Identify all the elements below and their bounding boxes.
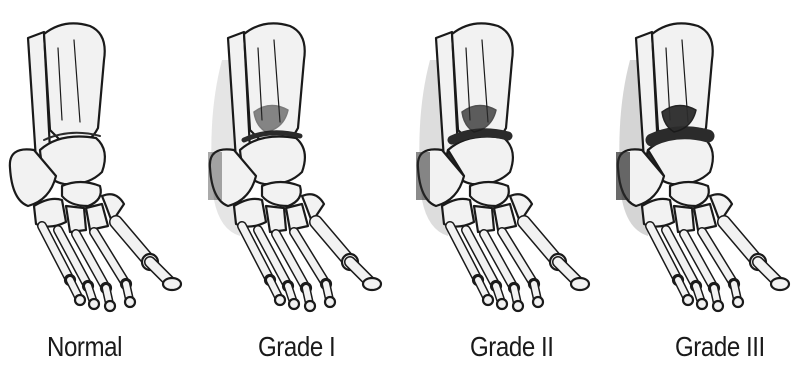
cuneiform-bone-1 [474,206,494,232]
foot-bones-group [616,23,789,311]
toe-tip-2 [289,299,299,309]
panel-grade-1 [200,0,402,378]
toe-tip-1 [683,295,693,305]
toe-tip-3 [713,301,723,311]
caption-grade-2: Grade II [470,331,554,363]
caption-normal: Normal [47,331,122,363]
cuneiform-bone-1 [266,206,286,232]
cuneiform-bone-2 [86,204,108,230]
foot-skeleton-illustration-normal [0,0,202,330]
toe-tip-3 [513,301,523,311]
toe-tip-4 [733,297,743,307]
toe-tip-4 [125,297,135,307]
ankle-joint-space [652,133,708,140]
toe-tip-3 [305,301,315,311]
cuneiform-bone-2 [694,204,716,230]
toe-tip-2 [89,299,99,309]
heel-shadow [208,152,222,200]
toe-tip-2 [697,299,707,309]
panel-grade-2 [408,0,610,378]
toe-tip-1 [75,295,85,305]
heel-shadow [616,152,630,200]
foot-skeleton-illustration-grade-3 [608,0,810,330]
navicular-bone [470,182,509,206]
foot-skeleton-illustration-grade-1 [200,0,402,330]
toe-tip-5 [771,278,789,290]
toe-tip-1 [483,295,493,305]
toe-tip-5 [163,278,181,290]
caption-grade-3: Grade III [675,331,765,363]
foot-bones-group [10,23,181,311]
foot-bones-group [416,23,589,311]
cuneiform-bone-1 [674,206,694,232]
cuneiform-bone-1 [66,206,86,232]
cuneiform-bone-2 [494,204,516,230]
toe-tip-5 [363,278,381,290]
navicular-bone [262,182,301,206]
toe-tip-2 [497,299,507,309]
toe-tip-4 [325,297,335,307]
foot-bones-group [208,23,381,311]
navicular-bone [670,182,709,206]
panel-grade-3 [608,0,810,378]
panel-normal [0,0,202,378]
heel-shadow [416,152,430,200]
navicular-bone [62,182,101,206]
toe-tip-4 [533,297,543,307]
foot-skeleton-illustration-grade-2 [408,0,610,330]
toe-tip-5 [571,278,589,290]
toe-tip-3 [105,301,115,311]
toe-tip-1 [275,295,285,305]
caption-grade-1: Grade I [258,331,335,363]
cuneiform-bone-2 [286,204,308,230]
